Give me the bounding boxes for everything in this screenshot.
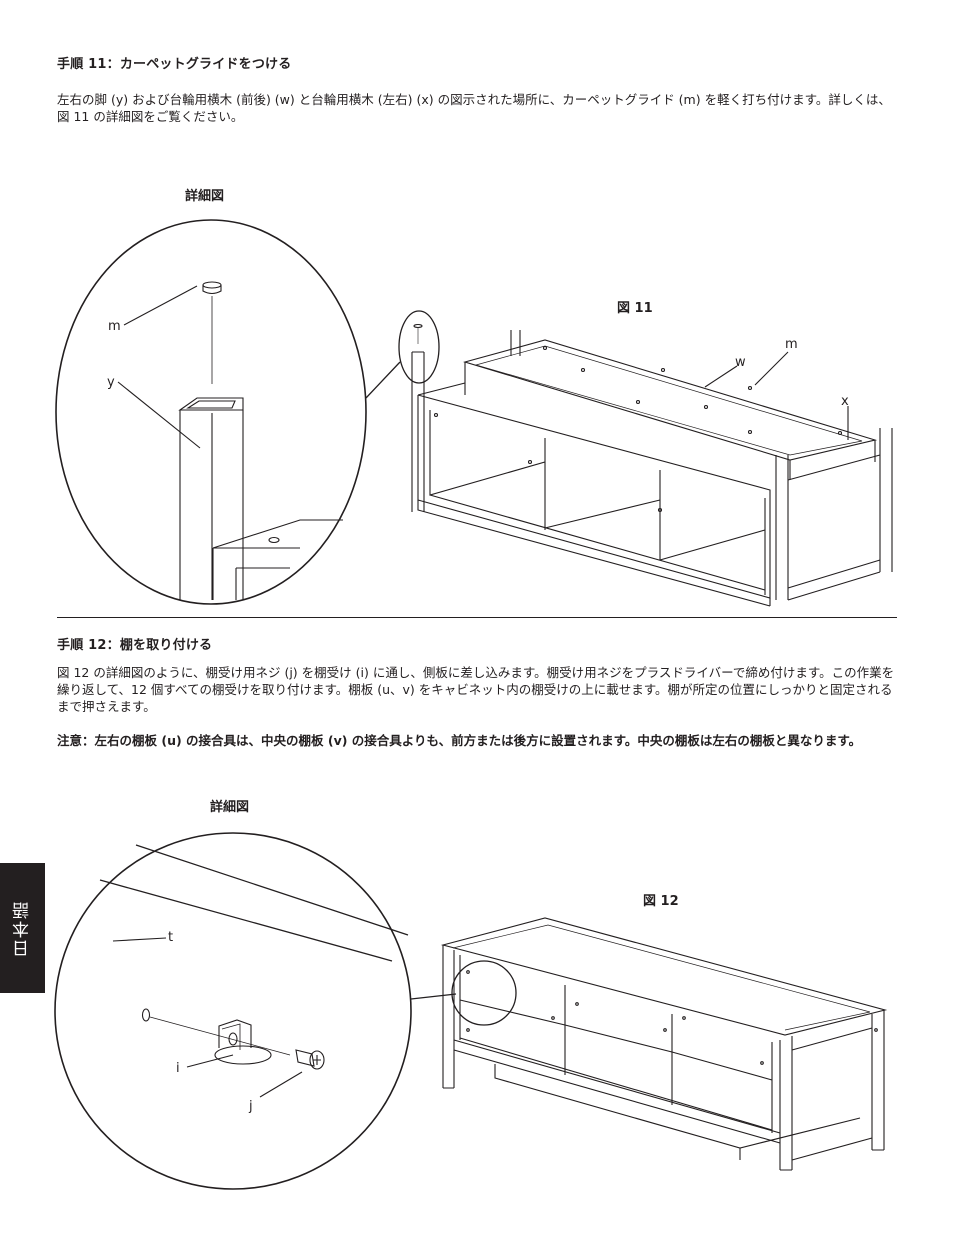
figure-12-detail-view [54, 832, 457, 1190]
callout-m-detail: m [108, 319, 121, 334]
step-11-detail-label: 詳細図 [185, 189, 225, 204]
callout-t: t [168, 930, 173, 945]
step-12-detail-label: 詳細図 [210, 800, 250, 815]
callout-i: i [176, 1061, 180, 1076]
callout-m: m [785, 337, 798, 352]
figure-12-label: 図 12 [643, 894, 679, 909]
step-11-heading: 手順 11：カーペットグライドをつける [57, 57, 292, 72]
step-12-caution-note: 注意：左右の棚板 (u) の接合具は、中央の棚板 (v) の接合具よりも、前方ま… [57, 733, 862, 748]
callout-j: j [248, 1099, 253, 1114]
figure-11-cabinet-drawing [398, 310, 893, 607]
callout-x: x [841, 394, 849, 409]
callout-y: y [107, 375, 115, 390]
step-11-instructions: 左右の脚 (y) および台輪用横木 (前後) (w) と台輪用横木 (左右) (… [57, 92, 891, 124]
callout-w: w [735, 355, 746, 370]
step-12-instructions: 図 12 の詳細図のように、棚受け用ネジ (j) を棚受け (i) に通し、側板… [57, 665, 895, 714]
figure-12-cabinet-drawing [440, 917, 888, 1171]
section-divider [57, 617, 897, 618]
figure-11-label: 図 11 [617, 301, 653, 316]
step-12-heading: 手順 12：棚を取り付ける [57, 638, 213, 653]
language-side-tab: 日本語 [0, 863, 45, 993]
figure-11-detail-view [55, 219, 401, 605]
